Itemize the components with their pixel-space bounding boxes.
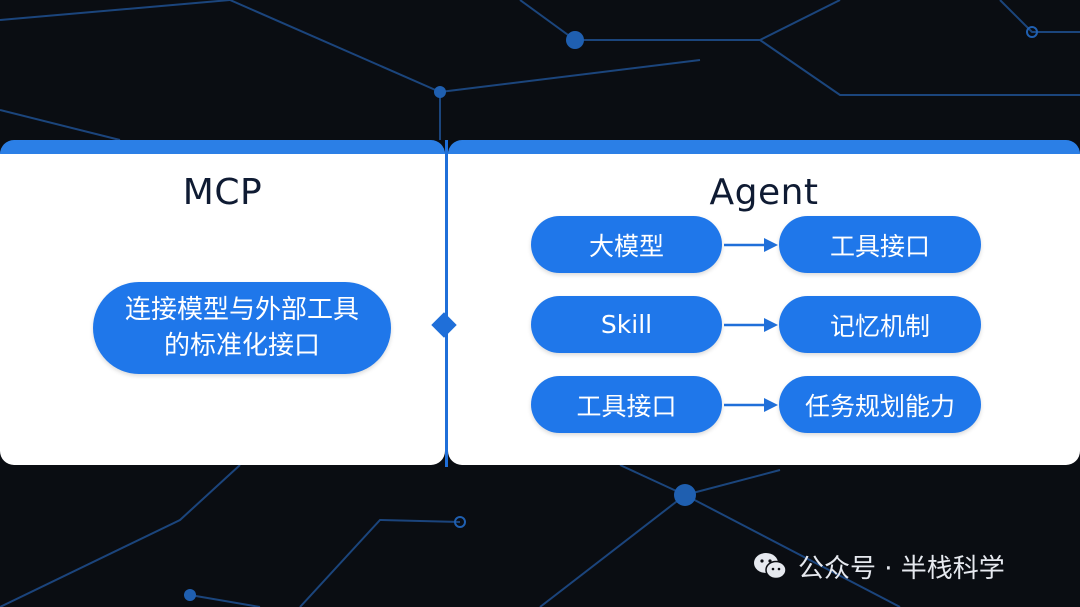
- agent-row-1-from: 大模型: [531, 216, 722, 273]
- agent-row-2-to: 记忆机制: [779, 296, 981, 353]
- arrow-right-icon: [724, 318, 778, 332]
- wechat-icon: [754, 553, 787, 580]
- agent-title: Agent: [709, 172, 819, 213]
- agent-row-1-to: 工具接口: [779, 216, 981, 273]
- agent-row-2-from: Skill: [531, 296, 722, 353]
- arrow-right-icon: [724, 398, 778, 412]
- agent-row-3-to: 任务规划能力: [779, 376, 981, 433]
- arrow-right-icon: [724, 238, 778, 252]
- mcp-title: MCP: [182, 172, 263, 213]
- watermark-text: 公众号 · 半栈科学: [798, 553, 1005, 584]
- panel-divider: [445, 140, 448, 467]
- agent-row-3-from: 工具接口: [531, 376, 722, 433]
- watermark: 公众号 · 半栈科学: [752, 548, 1005, 584]
- mcp-description-pill: 连接模型与外部工具的标准化接口: [93, 282, 391, 374]
